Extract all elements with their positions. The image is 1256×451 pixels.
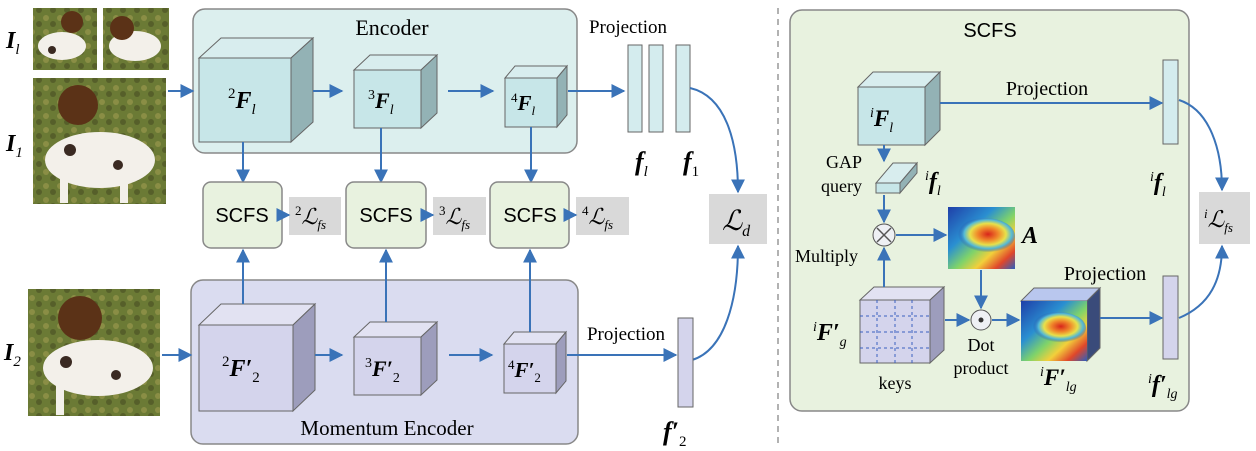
momentum-encoder-title: Momentum Encoder	[300, 416, 473, 440]
loss-d: ℒd	[722, 206, 751, 240]
cube-if-l	[856, 70, 942, 147]
input-image-il-1	[33, 8, 97, 70]
panel-loss-box	[1199, 192, 1250, 244]
cube-4f-l	[503, 64, 569, 129]
panel-loss: iℒfs	[1204, 206, 1233, 235]
cube-3f-l	[352, 53, 439, 130]
input-image-i1	[33, 78, 166, 204]
cube-2f-l	[197, 36, 315, 144]
cube-if-lg	[1019, 286, 1102, 363]
input-image-il-2	[103, 8, 169, 70]
feat-3f-2: 3F′2	[365, 356, 400, 386]
multiply-icon	[876, 227, 892, 243]
feat-4f-2: 4F′2	[508, 357, 541, 385]
loss-d-box	[709, 194, 767, 244]
feat-2f-l: 2Fl	[228, 86, 256, 118]
panel-projection-top-bar	[1162, 59, 1179, 145]
attention-a-label: A	[1020, 223, 1038, 249]
input-i2-sub: 2	[13, 354, 21, 370]
query-label: query	[821, 176, 862, 196]
dot-label: Dot	[968, 335, 995, 355]
f-prime-2-label: f′2	[663, 417, 686, 450]
cube-3f-2	[352, 320, 439, 397]
loss-2fs-box	[289, 197, 341, 235]
loss-3fs: 3ℒfs	[439, 203, 470, 232]
keys-cube	[858, 285, 946, 365]
gap-label: GAP	[826, 152, 862, 172]
momentum-arrows	[162, 248, 678, 362]
scfs-panel-title: SCFS	[963, 20, 1016, 42]
projection-bottom-bar	[677, 317, 694, 408]
panel-f-l-label: ifl	[1150, 170, 1166, 200]
projection-top-label: Projection	[589, 17, 668, 38]
loss-d-arrows	[689, 87, 745, 361]
loss-4fs-box	[576, 197, 629, 235]
projection-top-bars	[627, 44, 691, 133]
input-image-i2	[28, 289, 160, 416]
encoder-title: Encoder	[355, 15, 429, 40]
input-il-sub: l	[15, 42, 19, 58]
query-vector	[874, 161, 919, 195]
loss-2fs: 2ℒfs	[295, 203, 326, 232]
encoder-arrows	[168, 84, 626, 184]
input-i1-label: I1	[5, 131, 23, 161]
f-1-label: f1	[683, 147, 699, 180]
multiply-label: Multiply	[795, 246, 858, 266]
panel-projection-bottom-label: Projection	[1064, 263, 1146, 285]
feat-if-l: iFl	[870, 106, 893, 136]
product-label: product	[954, 358, 1009, 378]
scfs-3-label: SCFS	[359, 205, 412, 227]
panel-projection-bottom-bar	[1162, 275, 1179, 360]
panel-projection-top-label: Projection	[1006, 78, 1088, 100]
feat-3f-l: 3Fl	[368, 88, 394, 118]
cube-4f-2	[502, 330, 568, 395]
feat-2f-2: 2F′2	[222, 354, 260, 386]
keys-f-label: iF′g	[813, 320, 847, 350]
panel-arrows	[877, 96, 1229, 327]
dot-icon	[978, 317, 984, 323]
f-l-label: fl	[635, 147, 648, 180]
input-i2-label: I2	[3, 340, 21, 370]
loss-3fs-box	[433, 197, 486, 235]
scfs-4-label: SCFS	[503, 205, 556, 227]
panel-f-lg-label: if′lg	[1148, 372, 1178, 402]
query-f-label: ifl	[925, 169, 941, 199]
input-il-label: Il	[5, 28, 20, 58]
loss-4fs: 4ℒfs	[582, 203, 613, 232]
keys-label: keys	[879, 373, 912, 393]
cube-2f-2	[197, 302, 317, 413]
projection-bottom-label: Projection	[587, 324, 666, 345]
attention-map-a	[948, 207, 1015, 269]
scfs-2-label: SCFS	[215, 205, 268, 227]
input-i1-sub: 1	[15, 145, 23, 161]
feat-4f-l: 4Fl	[511, 90, 536, 118]
feat-if-lg: iF′lg	[1040, 365, 1077, 395]
